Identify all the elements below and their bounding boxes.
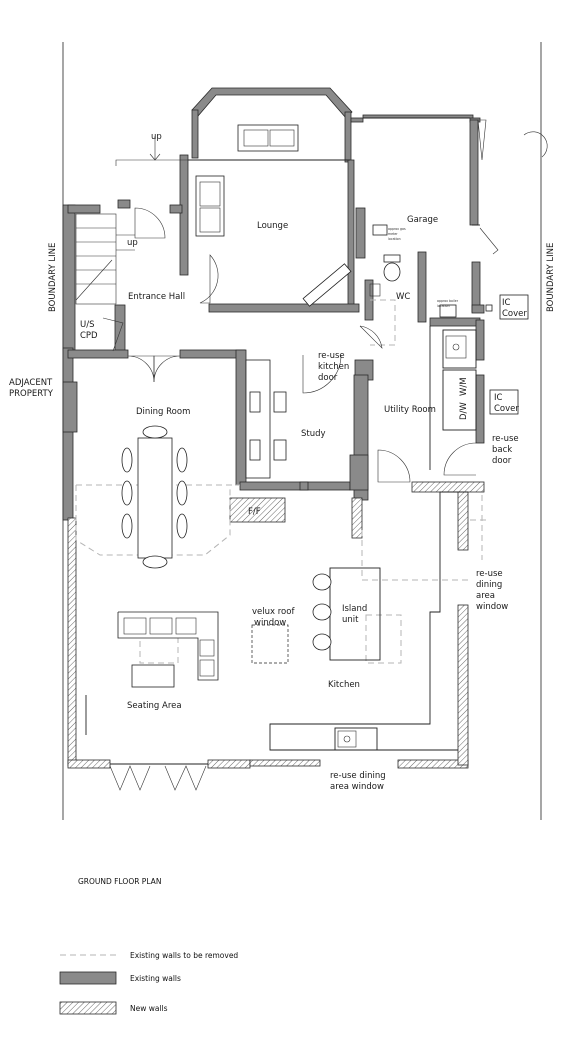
note-reuse-kitchen-door-3: door <box>318 373 338 383</box>
note-velux-1: velux roof <box>252 607 295 617</box>
note-gas-meter-2: meter <box>388 232 398 236</box>
note-island-2: unit <box>342 615 359 625</box>
note-island-1: Island <box>342 604 367 614</box>
legend: Existing walls to be removed Existing wa… <box>59 951 238 1015</box>
bifold-doors <box>109 763 208 791</box>
note-reuse-kitchen-door-1: re-use <box>318 351 345 361</box>
note-reuse-back-door-2: back <box>492 445 512 455</box>
label-up-stairs: up <box>127 238 138 248</box>
note-reuse-back-door-3: door <box>492 456 512 466</box>
note-velux-2: window <box>254 618 286 628</box>
note-reuse-dining-window-3: area <box>476 591 495 601</box>
interior-lines <box>75 117 548 791</box>
room-label-seating-area: Seating Area <box>127 701 182 711</box>
corner-sofa <box>117 611 219 681</box>
lounge-tv <box>302 263 352 307</box>
note-boiler-1: approx boiler <box>437 299 459 303</box>
note-gas-meter-1: approx gas <box>388 227 406 231</box>
legend-swatch-existing <box>59 971 117 985</box>
boundary-label-left: BOUNDARY LINE <box>48 243 58 312</box>
note-reuse-kitchen-door-2: kitchen <box>318 362 349 372</box>
note-wm: W/M <box>459 377 469 396</box>
room-label-us: U/S <box>80 320 94 330</box>
room-label-lounge: Lounge <box>257 221 288 231</box>
labels: Lounge Garage Entrance Hall WC U/S CPD D… <box>9 132 556 886</box>
note-dw: D/W <box>459 402 469 420</box>
note-reuse-window-bottom-2: area window <box>330 782 384 792</box>
coffee-table <box>131 664 175 688</box>
note-ic-cover-1b: Cover <box>502 309 527 319</box>
note-ic-cover-2b: Cover <box>494 404 519 414</box>
dining-table <box>137 437 173 559</box>
note-reuse-window-bottom-1: re-use dining <box>330 771 386 781</box>
legend-label-new: New walls <box>130 1004 168 1013</box>
note-gas-meter-3: location <box>388 237 401 241</box>
side-label-adjacent: ADJACENT <box>9 378 53 388</box>
room-label-kitchen: Kitchen <box>328 680 360 690</box>
legend-label-existing: Existing walls <box>130 974 181 983</box>
note-ff: F/F <box>248 507 261 517</box>
note-ic-cover-1a: IC <box>502 298 511 308</box>
staircase <box>75 136 200 305</box>
existing-walls <box>62 87 485 521</box>
legend-swatch-new <box>59 1001 117 1015</box>
boundary-label-right: BOUNDARY LINE <box>546 243 556 312</box>
new-walls <box>67 481 485 769</box>
note-reuse-dining-window-1: re-use <box>476 569 503 579</box>
legend-label-removed: Existing walls to be removed <box>130 951 238 960</box>
furniture <box>117 124 529 688</box>
label-up-top: up <box>151 132 162 142</box>
plan-title: GROUND FLOOR PLAN <box>78 877 161 886</box>
side-label-property: PROPERTY <box>9 389 54 399</box>
room-label-wc: WC <box>396 292 410 302</box>
note-reuse-dining-window-2: dining <box>476 580 502 590</box>
room-label-dining-room: Dining Room <box>136 407 190 417</box>
note-reuse-dining-window-4: window <box>476 602 508 612</box>
note-ic-cover-2a: IC <box>494 393 503 403</box>
room-label-cpd: CPD <box>80 331 98 341</box>
room-label-garage: Garage <box>407 215 438 225</box>
note-reuse-back-door-1: re-use <box>492 434 519 444</box>
velux-window <box>251 624 289 664</box>
room-label-study: Study <box>301 429 326 439</box>
room-label-entrance-hall: Entrance Hall <box>128 292 185 302</box>
note-boiler-2: location <box>437 304 450 308</box>
room-label-utility: Utility Room <box>384 405 436 415</box>
